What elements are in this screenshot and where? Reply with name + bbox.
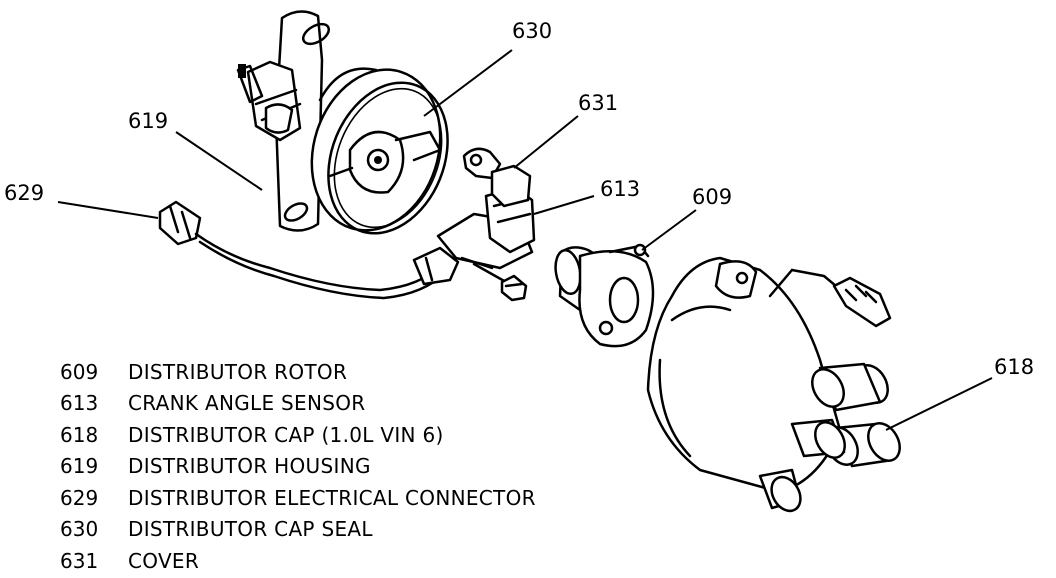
leader-619 <box>175 131 263 191</box>
legend-description: DISTRIBUTOR ELECTRICAL CONNECTOR <box>128 485 536 510</box>
leader-630 <box>423 49 513 117</box>
legend-item: 613 CRANK ANGLE SENSOR <box>60 388 536 420</box>
legend-description: DISTRIBUTOR HOUSING <box>128 454 371 479</box>
legend-number: 619 <box>60 454 99 479</box>
legend-description: DISTRIBUTOR CAP SEAL <box>128 517 373 542</box>
legend-item: 629 DISTRIBUTOR ELECTRICAL CONNECTOR <box>60 482 536 514</box>
leader-629 <box>57 201 159 219</box>
legend-number: 630 <box>60 517 99 542</box>
legend-item: 619 DISTRIBUTOR HOUSING <box>60 451 536 483</box>
leader-613 <box>533 195 595 215</box>
parts-legend: 609 DISTRIBUTOR ROTOR 613 CRANK ANGLE SE… <box>60 356 536 577</box>
distributor-housing <box>236 10 442 232</box>
callout-631: 631 <box>578 91 618 115</box>
leader-609 <box>641 209 697 251</box>
sensor-cover <box>462 147 532 208</box>
legend-number: 631 <box>60 548 99 573</box>
legend-description: DISTRIBUTOR CAP (1.0L VIN 6) <box>128 422 444 447</box>
crank-angle-sensor <box>436 186 536 270</box>
distributor-electrical-connector <box>158 200 460 300</box>
legend-number: 629 <box>60 485 99 510</box>
leader-631 <box>513 115 579 169</box>
sensor-screw <box>472 262 528 302</box>
distributor-rotor <box>554 243 655 348</box>
callout-619: 619 <box>128 109 168 133</box>
callout-609: 609 <box>692 185 732 209</box>
callout-618: 618 <box>994 355 1034 379</box>
distributor-cap <box>646 256 901 513</box>
legend-item: 618 DISTRIBUTOR CAP (1.0L VIN 6) <box>60 419 536 451</box>
legend-item: 609 DISTRIBUTOR ROTOR <box>60 356 536 388</box>
legend-item: 630 DISTRIBUTOR CAP SEAL <box>60 514 536 546</box>
leader-618 <box>885 377 993 431</box>
legend-number: 613 <box>60 391 99 416</box>
callout-630: 630 <box>512 19 552 43</box>
legend-number: 618 <box>60 422 99 447</box>
legend-description: COVER <box>128 548 200 573</box>
callout-613: 613 <box>600 177 640 201</box>
legend-number: 609 <box>60 359 99 384</box>
legend-item: 631 COVER <box>60 545 536 577</box>
callout-629: 629 <box>4 181 44 205</box>
legend-description: DISTRIBUTOR ROTOR <box>128 359 348 384</box>
distributor-cap-seal <box>327 81 449 235</box>
legend-description: CRANK ANGLE SENSOR <box>128 391 366 416</box>
